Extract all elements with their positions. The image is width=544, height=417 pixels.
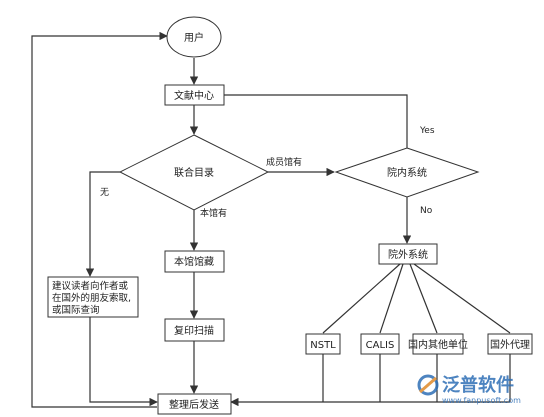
calis-node xyxy=(360,333,400,355)
doc-center-label: 文献中心 xyxy=(174,89,214,102)
edge-label-local-has: 本馆有 xyxy=(200,207,227,219)
watermark-brand: 泛普软件 xyxy=(442,374,514,396)
edge-label-member-has: 成员馆有 xyxy=(266,156,302,168)
nstl-node xyxy=(305,333,341,355)
domestic-other-label: 国内其他单位 xyxy=(408,338,468,351)
outer-system-label: 院外系统 xyxy=(388,248,428,261)
edge-label-yes: Yes xyxy=(419,126,435,136)
edge-outer-to-domestic xyxy=(409,263,438,334)
edge-union-to-suggest xyxy=(85,171,120,277)
edge-outer-to-nstl xyxy=(322,263,401,334)
copy-scan-node xyxy=(164,318,225,342)
outer-system-node xyxy=(378,243,438,265)
suggest-line-2: 在国外的朋友索取, xyxy=(52,292,131,304)
local-collection-label: 本馆馆藏 xyxy=(174,255,214,268)
edge-suggest-to-deliver xyxy=(89,317,158,407)
edge-outer-to-calis xyxy=(379,263,404,334)
edge-label-none: 无 xyxy=(100,187,109,198)
inner-system-label: 院内系统 xyxy=(387,166,427,179)
suggest-line-3: 或国际查询 xyxy=(52,304,100,316)
brand-logo-icon xyxy=(417,374,439,396)
union-catalog-label: 联合目录 xyxy=(174,166,214,179)
foreign-agent-node xyxy=(487,333,533,355)
calis-label: CALIS xyxy=(366,340,395,351)
deliver-node xyxy=(157,393,232,415)
local-collection-node xyxy=(164,250,225,273)
deliver-label: 整理后发送 xyxy=(169,398,219,411)
copy-scan-label: 复印扫描 xyxy=(174,324,214,337)
edge-doc-center-to-inner xyxy=(224,94,408,148)
domestic-other-node xyxy=(412,333,464,355)
user-label: 用户 xyxy=(184,31,204,44)
inner-system-node xyxy=(334,147,480,198)
union-catalog-node xyxy=(118,134,270,211)
watermark: 泛普软件 www.fanpusoft.com xyxy=(417,374,521,405)
suggest-line-1: 建议读者向作者或 xyxy=(52,280,129,292)
nstl-label: NSTL xyxy=(310,340,336,351)
user-node xyxy=(166,16,222,58)
edge-deliver-to-user xyxy=(31,31,168,408)
edge-label-no: No xyxy=(420,206,433,216)
edge-outer-to-foreign xyxy=(413,263,511,334)
suggest-node xyxy=(47,276,139,318)
doc-center-node xyxy=(164,84,225,106)
foreign-agent-label: 国外代理 xyxy=(490,339,530,351)
watermark-url: www.fanpusoft.com xyxy=(442,396,521,405)
